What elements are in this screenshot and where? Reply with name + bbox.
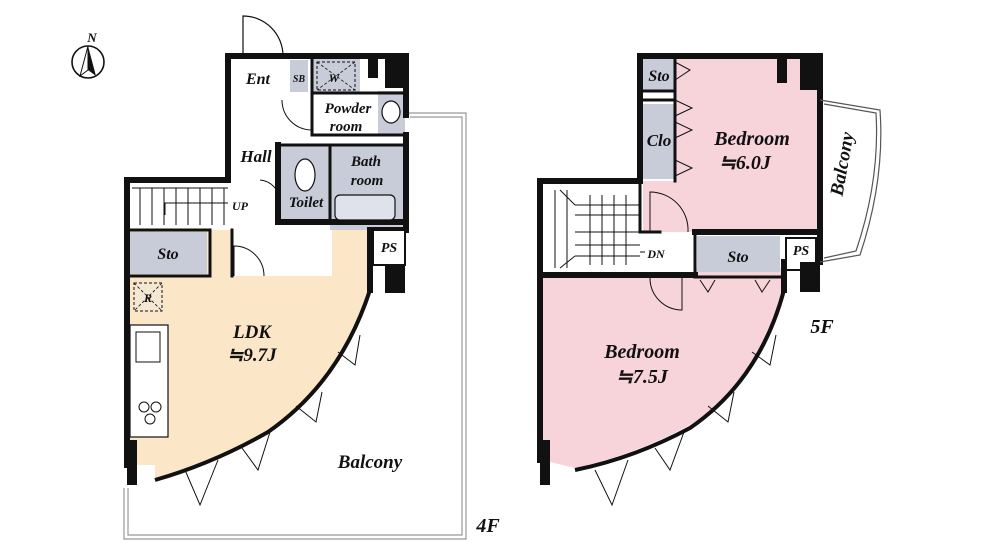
stove (138, 401, 162, 425)
door-powder (281, 99, 313, 131)
label-bath-2: room (351, 173, 384, 189)
pipe-space-4f (372, 229, 406, 266)
label-sto-5f: Sto (727, 249, 748, 266)
floor-4f: Ent SB W Powder room Hall Bath room Toil… (123, 15, 500, 540)
pillar-top-5f (777, 58, 787, 83)
door-bed1 (649, 191, 689, 233)
wall-curved-5f (574, 289, 786, 472)
closet-5f (643, 104, 675, 179)
window-doors-5f (594, 334, 777, 507)
wall-storage (125, 228, 212, 278)
ldk-floor (130, 222, 368, 478)
kitchen-sink (135, 331, 161, 363)
pillar-bottom-left-5f (540, 440, 550, 485)
stairs-4f (132, 187, 228, 225)
label-bedroom2-size: ≒7.5J (616, 366, 669, 388)
label-clo: Clo (647, 131, 672, 150)
balcony-outline (127, 116, 463, 536)
window-doors-4f (184, 334, 361, 507)
entrance-door (242, 15, 284, 57)
label-sto-top-5f: Sto (648, 68, 669, 85)
label-ldk: LDK (232, 322, 272, 343)
floor-5f: Sto Clo Bedroom ≒6.0J Balcony DN Sto PS … (537, 53, 882, 507)
door-toilet (259, 179, 281, 201)
bedroom1-floor (643, 58, 818, 232)
compass-needle-right (88, 46, 96, 76)
label-toilet: Toilet (289, 195, 324, 211)
label-r: R (143, 291, 152, 305)
label-up: UP (232, 199, 249, 213)
wall-bath-bottom (275, 142, 409, 225)
door-bed2 (649, 277, 683, 311)
sink-basin (381, 100, 401, 124)
wall-sto-5f (693, 230, 784, 279)
label-bath-1: Bath (350, 154, 381, 170)
label-hall: Hall (239, 147, 271, 166)
pillar-ps-5f (800, 262, 820, 292)
label-powder-2: room (330, 119, 363, 135)
label-balcony-4f: Balcony (337, 452, 403, 473)
label-sb: SB (293, 74, 306, 85)
bedroom2-floor (542, 268, 782, 468)
washer-box (316, 61, 356, 91)
balcony-5f-outline (819, 99, 882, 263)
pillar-ps (385, 265, 405, 293)
stairs-5f (554, 189, 645, 269)
door-ldk (233, 245, 265, 277)
floor-label-4f: 4F (475, 515, 500, 537)
toilet-bowl (294, 158, 316, 192)
compass-north-label: N (86, 30, 97, 45)
label-dn: DN (646, 247, 666, 261)
label-bedroom2: Bedroom (603, 341, 680, 363)
wall-top-5f (637, 53, 823, 238)
storage-top-5f (643, 58, 675, 91)
label-ps-5f: PS (793, 244, 810, 259)
label-sto-4f: Sto (157, 246, 178, 263)
label-ldk-size: ≒9.7J (227, 345, 277, 366)
compass: N (71, 30, 105, 79)
storage-4f (129, 232, 207, 274)
label-bedroom1-size: ≒6.0J (719, 152, 772, 174)
label-ps-4f: PS (381, 241, 398, 256)
floor-label-5f: 5F (810, 316, 834, 338)
pillar-top-right (385, 58, 405, 88)
label-powder-1: Powder (325, 101, 372, 117)
pillar-top (368, 58, 378, 78)
label-balcony-5f: Balcony (826, 130, 858, 199)
balcony-outline-outer (123, 112, 467, 540)
storage-5f (697, 236, 780, 272)
wall-left-upper (124, 53, 231, 233)
pillar-bottom-left (127, 440, 137, 485)
wall-curved (154, 289, 372, 482)
label-bedroom1: Bedroom (713, 128, 790, 150)
wall-top (225, 53, 409, 118)
pillar-top-right-5f (800, 58, 820, 90)
wall-left-upper-5f (537, 53, 643, 278)
bathtub (334, 194, 396, 221)
label-ent: Ent (245, 71, 271, 88)
label-w: W (329, 71, 341, 85)
shoe-box (290, 60, 308, 92)
closet-doors (674, 61, 771, 293)
